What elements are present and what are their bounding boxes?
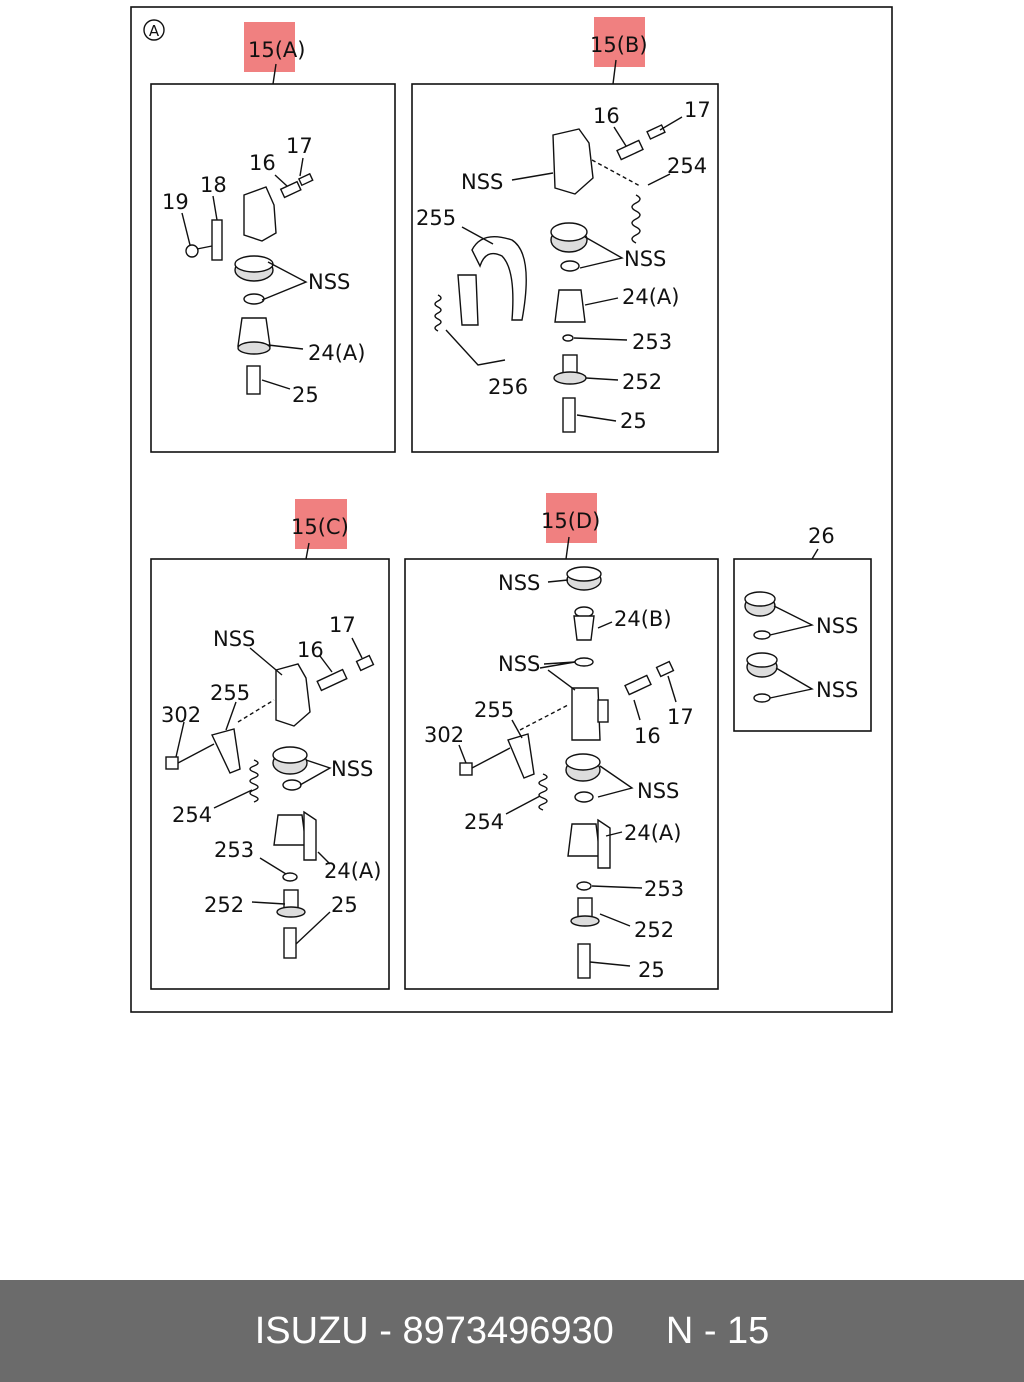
group-15b: 15(B) 16 17 NSS 254 — [411, 17, 719, 453]
title-15d[interactable]: 15(D) — [541, 509, 600, 533]
callout-label: 302 — [424, 723, 464, 747]
section-mark: A — [149, 22, 160, 40]
lever-255 — [211, 728, 241, 774]
callout-label: NSS — [213, 627, 255, 651]
parts-diagram: A 15(A) 17 16 18 19 NSS 24(A) 25 — [130, 6, 893, 1013]
title-15a[interactable]: 15(A) — [248, 38, 305, 62]
callout-label: NSS — [461, 170, 503, 194]
frame-15b — [411, 83, 719, 453]
callout-label: 16 — [593, 104, 620, 128]
highlight-15a — [244, 22, 295, 72]
callout-label: 255 — [474, 698, 514, 722]
callout-label: 256 — [488, 375, 528, 399]
group-26: 26 NSS NSS — [733, 524, 872, 732]
callout-label: NSS — [816, 614, 858, 638]
callout-label: 25 — [620, 409, 647, 433]
callout-label: 24(B) — [614, 607, 672, 631]
group-15d: 15(D) — [404, 493, 719, 990]
callout-label: 24(A) — [622, 285, 679, 309]
footer-page-ref: N - 15 — [665, 1309, 770, 1352]
group-15c: 15(C) NSS 17 16 255 — [150, 499, 390, 990]
callout-label: 254 — [667, 154, 707, 178]
callout-label: 25 — [292, 383, 319, 407]
callout-label: 16 — [249, 151, 276, 175]
callout-label: NSS — [308, 270, 350, 294]
pinion-body — [554, 289, 586, 323]
callout-label: NSS — [816, 678, 858, 702]
pinion-body — [567, 823, 601, 857]
footer-brand: ISUZU — [254, 1309, 369, 1352]
callout-label: NSS — [498, 652, 540, 676]
highlight-15d — [546, 493, 597, 543]
callout-label: NSS — [637, 779, 679, 803]
callout-label: 302 — [161, 703, 201, 727]
plate-256 — [457, 274, 479, 326]
group-15a: 15(A) 17 16 18 19 NSS 24(A) 25 — [150, 22, 396, 453]
callout-label: 253 — [644, 877, 684, 901]
callout-label: 25 — [331, 893, 358, 917]
housing-part — [552, 128, 594, 195]
callout-label: 17 — [684, 98, 711, 122]
callout-label: NSS — [331, 757, 373, 781]
lever-255 — [507, 733, 535, 779]
callout-label: 253 — [214, 838, 254, 862]
footer-bar: ISUZU - 8973496930 N - 15 — [0, 1280, 1024, 1382]
frame-15c — [150, 558, 390, 990]
callout-label: 254 — [464, 810, 504, 834]
title-15c[interactable]: 15(C) — [291, 515, 349, 539]
title-15b[interactable]: 15(B) — [590, 33, 648, 57]
section-mark-circle — [143, 19, 165, 41]
housing-part — [571, 687, 601, 741]
callout-label: 255 — [416, 206, 456, 230]
callout-label: 16 — [634, 724, 661, 748]
callout-label: 16 — [297, 638, 324, 662]
callout-label: NSS — [624, 247, 666, 271]
outer-frame — [130, 6, 893, 1013]
callout-label: 253 — [632, 330, 672, 354]
highlight-15c — [295, 499, 347, 549]
callout-label: 254 — [172, 803, 212, 827]
callout-label: 24(A) — [308, 341, 365, 365]
callout-label: 255 — [210, 681, 250, 705]
footer-part-number: 8973496930 — [402, 1309, 614, 1352]
callout-label: 17 — [286, 134, 313, 158]
callout-label: 252 — [622, 370, 662, 394]
frame-15d — [404, 558, 719, 990]
title-26[interactable]: 26 — [808, 524, 835, 548]
bracket-part — [211, 219, 223, 261]
callout-label: 18 — [200, 173, 227, 197]
callout-label: 24(A) — [324, 859, 381, 883]
callout-label: 25 — [638, 958, 665, 982]
callout-label: NSS — [498, 571, 540, 595]
callout-label: 17 — [329, 613, 356, 637]
pinion-body — [273, 814, 307, 846]
housing-part — [243, 186, 277, 242]
callout-label: 252 — [634, 918, 674, 942]
callout-label: 252 — [204, 893, 244, 917]
plate-255 — [471, 236, 527, 321]
callout-label: 19 — [162, 190, 189, 214]
housing-part — [275, 663, 311, 727]
callout-label: 24(A) — [624, 821, 681, 845]
callout-label: 17 — [667, 705, 694, 729]
highlight-15b — [594, 17, 645, 67]
frame-26 — [733, 558, 872, 732]
frame-15a — [150, 83, 396, 453]
footer-separator: - — [368, 1309, 403, 1352]
